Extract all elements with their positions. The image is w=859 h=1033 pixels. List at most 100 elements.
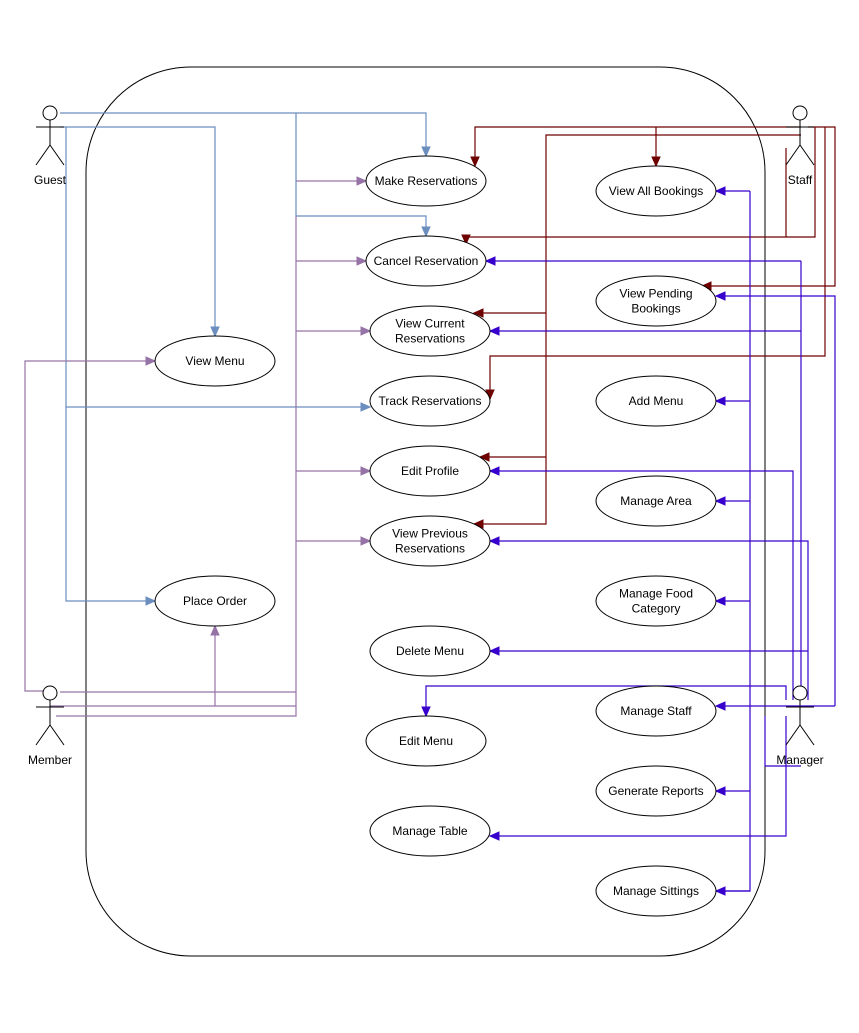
use-case-label: View Menu bbox=[185, 354, 244, 368]
manager-to-manage-area-arrow bbox=[714, 496, 726, 506]
use-case-label-line: Place Order bbox=[183, 594, 247, 608]
use-case-view-menu: View Menu bbox=[154, 335, 276, 387]
use-case-label: Generate Reports bbox=[608, 784, 703, 798]
actor-body bbox=[35, 700, 65, 746]
use-case-ellipse bbox=[595, 685, 717, 737]
manager-to-manage-table-arrow bbox=[488, 831, 500, 841]
actor-head bbox=[42, 105, 58, 121]
use-case-view-all-bookings: View All Bookings bbox=[595, 165, 717, 217]
use-case-label-line: Delete Menu bbox=[396, 644, 464, 658]
guest-to-place-order-arrow bbox=[145, 596, 157, 606]
use-case-label-line: Manage Table bbox=[392, 824, 467, 838]
use-case-label-line: Generate Reports bbox=[608, 784, 703, 798]
manager-to-staff-link bbox=[764, 716, 801, 767]
use-case-ellipse bbox=[595, 275, 717, 327]
manager-to-view-all-bookings-arrow bbox=[714, 186, 726, 196]
use-case-ellipse bbox=[595, 575, 717, 627]
use-case-generate-reports: Generate Reports bbox=[595, 765, 717, 817]
actor-body bbox=[35, 120, 65, 166]
staff-to-make-reservations bbox=[474, 126, 801, 166]
manager-to-delete-menu-arrow bbox=[488, 646, 500, 656]
manager-to-edit-menu-arrow bbox=[421, 706, 431, 718]
use-case-label-line: Cancel Reservation bbox=[374, 254, 479, 268]
member-to-view-menu bbox=[24, 360, 155, 692]
manager-to-manage-table bbox=[490, 716, 787, 837]
use-case-label-line: Add Menu bbox=[629, 394, 684, 408]
use-case-ellipse bbox=[595, 765, 717, 817]
use-case-place-order: Place Order bbox=[154, 575, 276, 627]
use-case-label-line: Manage Staff bbox=[620, 704, 692, 718]
member-to-view-current-reservations-arrow bbox=[360, 326, 372, 336]
use-case-manage-table: Manage Table bbox=[369, 805, 491, 857]
guest-to-view-menu-arrow bbox=[210, 326, 220, 338]
use-case-label-line: Track Reservations bbox=[379, 394, 482, 408]
staff-to-make-reservations-arrow bbox=[470, 156, 480, 168]
use-case-manage-area: Manage Area bbox=[595, 475, 717, 527]
manager-to-edit-profile-arrow bbox=[488, 466, 500, 476]
use-case-edit-menu: Edit Menu bbox=[365, 715, 487, 767]
use-case-make-reservations: Make Reservations bbox=[365, 155, 487, 207]
actor-head bbox=[42, 685, 58, 701]
use-case-label-line: View Previous bbox=[392, 527, 468, 541]
use-case-ellipse bbox=[365, 715, 487, 767]
manager-to-view-pending-bookings bbox=[716, 295, 836, 706]
use-case-ellipse bbox=[595, 475, 717, 527]
manager-to-cancel-reservation-arrow bbox=[484, 256, 496, 266]
use-case-label-line: View All Bookings bbox=[609, 184, 704, 198]
use-case-label-line: Edit Profile bbox=[401, 464, 459, 478]
staff-to-view-previous-reservations bbox=[474, 134, 801, 525]
guest-to-make-reservations bbox=[60, 112, 427, 156]
staff-to-edit-profile-arrow bbox=[478, 452, 490, 462]
use-case-add-menu: Add Menu bbox=[595, 375, 717, 427]
use-case-label: Add Menu bbox=[629, 394, 684, 408]
use-case-ellipse bbox=[369, 515, 491, 567]
guest-to-cancel-reservation bbox=[295, 113, 427, 236]
use-case-label-line: View Pending bbox=[619, 287, 692, 301]
use-case-label-line: Manage Area bbox=[620, 494, 692, 508]
use-case-label-line: Reservations bbox=[395, 542, 465, 556]
use-case-ellipse bbox=[154, 335, 276, 387]
use-case-label-line: Manage Sittings bbox=[613, 884, 699, 898]
use-case-ellipse bbox=[369, 625, 491, 677]
actor-label: Member bbox=[28, 753, 72, 767]
manager-to-view-previous-reservations-arrow bbox=[488, 536, 500, 546]
actor-staff: Staff bbox=[785, 105, 815, 187]
use-case-label: Manage Sittings bbox=[613, 884, 699, 898]
use-case-delete-menu: Delete Menu bbox=[369, 625, 491, 677]
manager-to-manage-food-category-arrow bbox=[714, 596, 726, 606]
guest-to-make-reservations-arrow bbox=[421, 146, 431, 158]
manager-to-edit-profile bbox=[490, 470, 794, 700]
manager-to-manage-sittings-arrow bbox=[714, 886, 726, 896]
manager-to-add-menu-arrow bbox=[714, 396, 726, 406]
member-to-edit-profile-arrow bbox=[360, 466, 372, 476]
use-case-label: Manage Table bbox=[392, 824, 467, 838]
use-case-label-line: Bookings bbox=[631, 302, 680, 316]
actor-guest: Guest bbox=[34, 105, 67, 187]
use-case-label-line: Make Reservations bbox=[375, 174, 478, 188]
manager-to-view-previous-reservations bbox=[490, 540, 809, 700]
use-case-ellipse bbox=[369, 375, 491, 427]
use-case-label: Edit Menu bbox=[399, 734, 453, 748]
use-case-ellipse bbox=[369, 445, 491, 497]
use-case-label-line: View Menu bbox=[185, 354, 244, 368]
use-case-ellipse bbox=[365, 155, 487, 207]
manager-to-view-pending-bookings-arrow bbox=[714, 291, 726, 301]
staff-to-track-reservations bbox=[489, 127, 826, 399]
use-case-label: Make Reservations bbox=[375, 174, 478, 188]
staff-to-view-all-bookings-arrow bbox=[651, 156, 661, 168]
use-case-ellipse bbox=[365, 235, 487, 287]
actor-label: Manager bbox=[776, 753, 823, 767]
manager-to-edit-menu bbox=[425, 685, 787, 716]
guest-to-place-order bbox=[65, 127, 155, 602]
use-case-label: Edit Profile bbox=[401, 464, 459, 478]
guest-to-view-menu bbox=[60, 126, 216, 336]
actor-body bbox=[785, 120, 815, 166]
guest-to-cancel-reservation-arrow bbox=[421, 226, 431, 238]
